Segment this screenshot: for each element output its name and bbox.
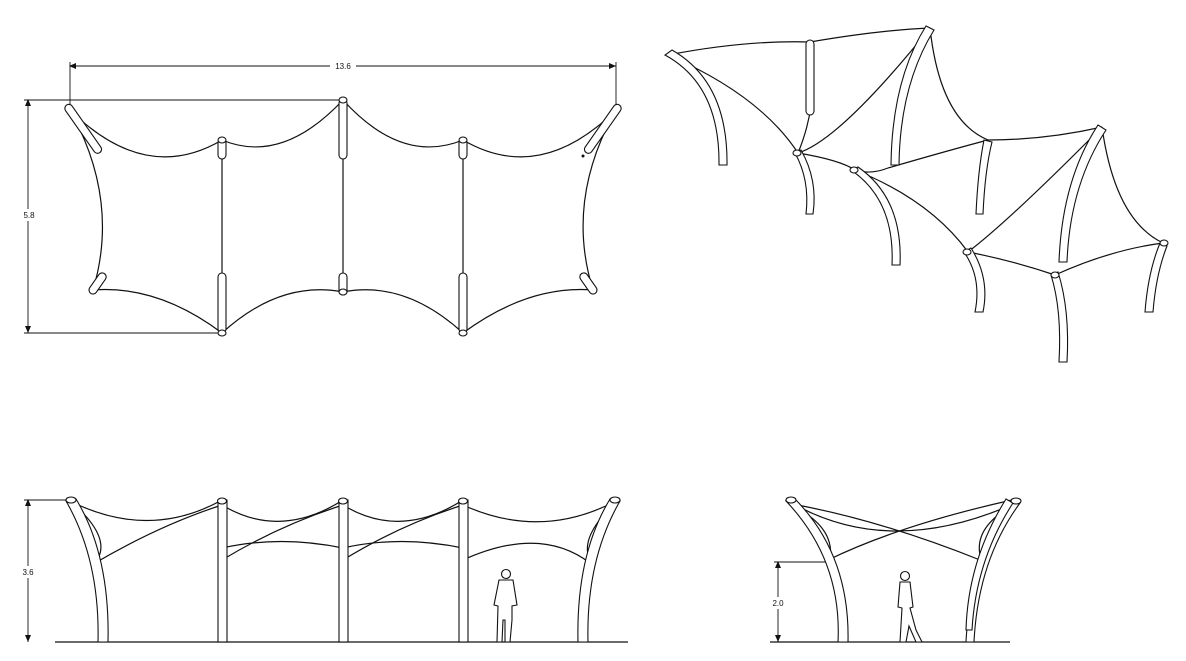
side-clearance-label: 2.0	[772, 599, 784, 608]
front-elevation: 3.6	[20, 496, 628, 643]
front-height-label: 3.6	[22, 568, 34, 577]
side-human-figure	[897, 570, 923, 643]
front-human-figure	[493, 568, 518, 643]
plan-depth-dimension: 5.8	[21, 99, 343, 334]
front-posts	[65, 496, 621, 643]
plan-posts	[64, 96, 622, 337]
plan-view: 13.6 5.8	[21, 60, 622, 337]
isometric-view	[663, 25, 1169, 363]
side-posts	[784, 496, 1022, 643]
front-cables	[71, 499, 615, 564]
side-clearance-dimension: 2.0	[770, 561, 835, 642]
plan-width-label: 13.6	[335, 62, 351, 71]
iso-posts	[663, 25, 1169, 363]
side-elevation: 2.0	[770, 496, 1022, 643]
plan-depth-label: 5.8	[23, 211, 35, 220]
front-height-dimension: 3.6	[20, 499, 72, 642]
